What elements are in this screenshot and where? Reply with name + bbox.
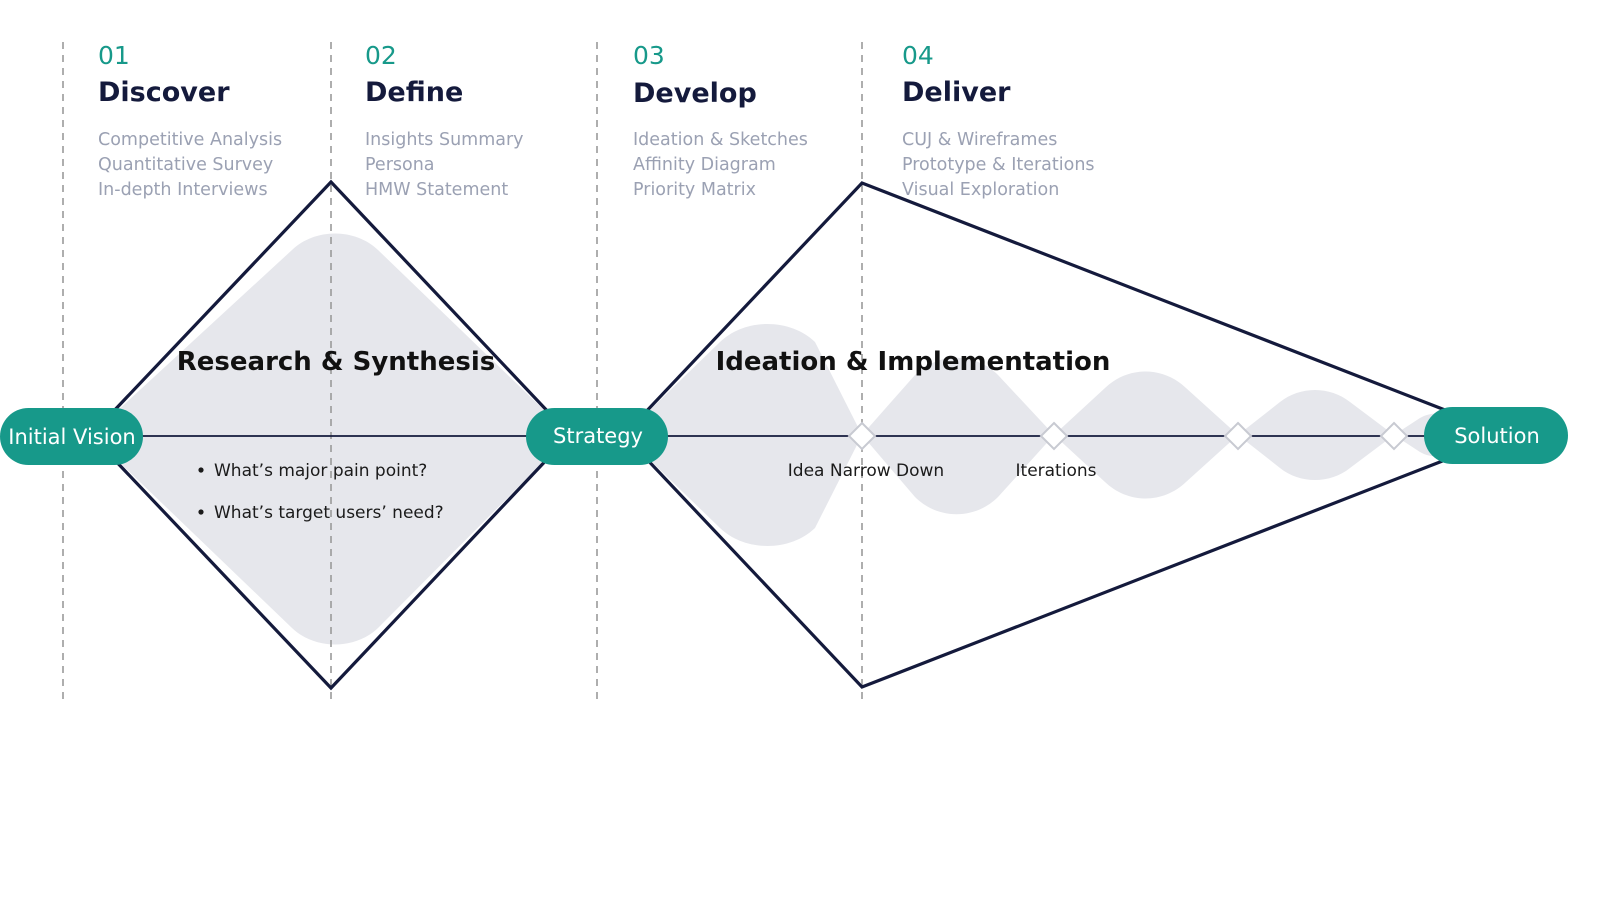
phase-deliver: 04 Deliver CUJ & Wireframes Prototype & … [902, 41, 1095, 200]
milestone-label: Idea Narrow Down [788, 461, 944, 481]
phase-item: Insights Summary [365, 130, 524, 150]
phase-item: HMW Statement [365, 180, 508, 200]
node-pill [526, 408, 668, 465]
node-pill [1424, 407, 1568, 464]
milestone-marker [847, 421, 877, 451]
strategy-node: Strategy [526, 408, 668, 465]
solution-node: Solution [1424, 407, 1568, 464]
phase-item: Priority Matrix [633, 180, 756, 200]
ideation-blob-1 [624, 324, 862, 546]
phase-define: 02 Define Insights Summary Persona HMW S… [365, 41, 524, 200]
phase-item: In-depth Interviews [98, 180, 268, 200]
phase-item: Prototype & Iterations [902, 155, 1095, 175]
phase-number: 03 [633, 41, 665, 70]
node-pill [0, 408, 143, 465]
phase-item: CUJ & Wireframes [902, 130, 1057, 150]
phase-title: Discover [98, 77, 230, 108]
ideation-implementation-title: Ideation & Implementation [716, 347, 1111, 377]
phase-develop: 03 Develop Ideation & Sketches Affinity … [633, 41, 808, 200]
phase-title: Define [365, 77, 463, 108]
phase-item: Quantitative Survey [98, 155, 273, 175]
question-item: What’s major pain point? [214, 461, 427, 481]
initial-vision-node: Initial Vision [0, 408, 143, 465]
question-item: What’s target users’ need? [214, 503, 444, 523]
phase-number: 04 [902, 41, 934, 70]
ideation-blob-4 [1238, 390, 1394, 480]
phase-item: Affinity Diagram [633, 155, 776, 175]
phase-number: 01 [98, 41, 130, 70]
node-label: Initial Vision [8, 425, 135, 449]
node-label: Strategy [553, 424, 643, 448]
phase-title: Deliver [902, 77, 1011, 108]
milestone-markers [847, 421, 1409, 451]
phase-item: Competitive Analysis [98, 130, 282, 150]
phase-item: Ideation & Sketches [633, 130, 808, 150]
milestone-label: Iterations [1016, 461, 1097, 481]
milestone-marker [1223, 421, 1253, 451]
node-label: Solution [1454, 424, 1540, 448]
ideation-blob-3 [1054, 371, 1238, 499]
phase-discover: 01 Discover Competitive Analysis Quantit… [98, 41, 282, 200]
milestone-marker [1039, 421, 1069, 451]
blob-group [91, 233, 1460, 645]
phase-number: 02 [365, 41, 397, 70]
bullet-dot [198, 509, 204, 515]
phase-item: Visual Exploration [902, 180, 1059, 200]
bullet-dot [198, 467, 204, 473]
phase-title: Develop [633, 78, 757, 109]
research-synthesis-title: Research & Synthesis [177, 347, 495, 377]
milestone-marker [1379, 421, 1409, 451]
phase-dividers [62, 42, 863, 700]
question-list: What’s major pain point? What’s target u… [198, 461, 444, 523]
phase-item: Persona [365, 155, 435, 175]
